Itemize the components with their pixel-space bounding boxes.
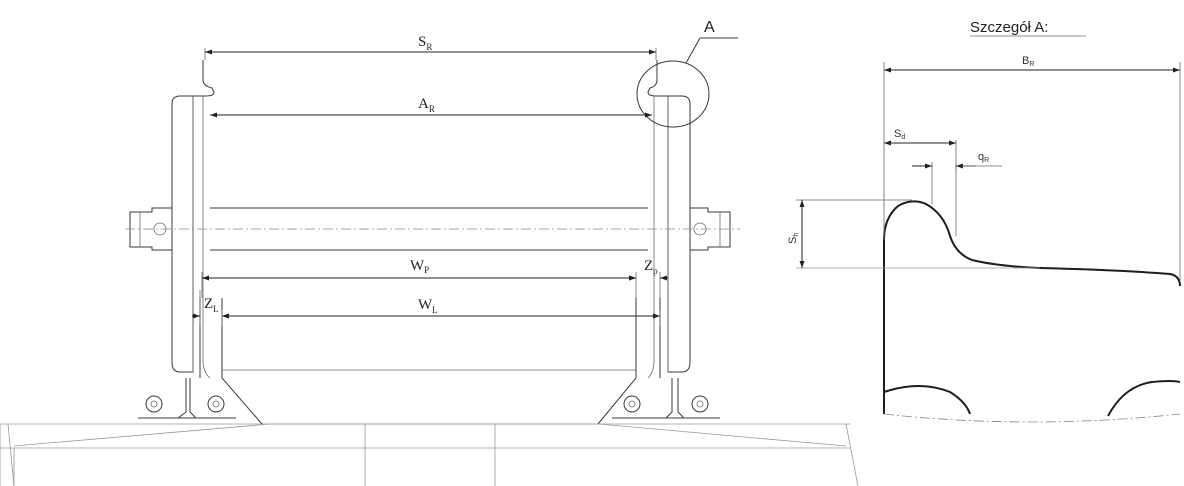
dimension-qr: qR <box>912 151 1002 204</box>
dimension-qr-label: q <box>978 151 984 163</box>
dimension-wl: WL <box>222 297 661 326</box>
main-view: A SR AR WP Zp ZL <box>0 19 859 486</box>
detail-a-callout: A <box>636 19 738 128</box>
dimension-zp: Zp <box>628 258 668 281</box>
left-wheel <box>165 60 215 379</box>
dimension-sh: Sh <box>787 199 1040 269</box>
dimension-wp-label: W <box>410 258 425 274</box>
dimension-ar-label: A <box>418 96 429 112</box>
dimension-qr-subscript: R <box>984 157 989 164</box>
callout-letter: A <box>704 19 715 36</box>
dimension-sr-subscript: R <box>426 42 432 52</box>
svg-text:ZL: ZL <box>204 296 219 314</box>
dimension-zp-subscript: p <box>653 266 658 276</box>
dimension-ar-subscript: R <box>429 104 435 114</box>
dimension-zl: ZL <box>192 290 230 326</box>
dimension-zl-label: Z <box>204 296 213 312</box>
detail-view: Szczegół A: BR Sd qR <box>787 19 1181 423</box>
detail-title: Szczegół A: <box>970 19 1048 36</box>
axle <box>125 207 740 251</box>
dimension-br-label: B <box>1022 55 1029 67</box>
svg-text:qR: qR <box>978 151 989 164</box>
dimension-sd: Sd <box>884 128 957 236</box>
dimension-sh-label: S <box>787 237 799 244</box>
svg-text:BR: BR <box>1022 55 1034 68</box>
dimension-sh-subscript: h <box>793 233 800 237</box>
dimension-wl-label: W <box>418 297 433 313</box>
dimension-wp-subscript: P <box>424 265 429 275</box>
dimension-zp-label: Z <box>644 258 653 274</box>
track-bed <box>0 423 859 486</box>
dimension-br-subscript: R <box>1029 61 1034 68</box>
svg-text:Sh: Sh <box>787 233 800 244</box>
dimension-zl-subscript: L <box>213 304 219 314</box>
dimension-wl-subscript: L <box>432 305 438 315</box>
svg-text:WP: WP <box>410 258 429 275</box>
rails <box>138 298 720 425</box>
dimension-sr: SR <box>204 34 657 60</box>
dimension-br: BR <box>883 55 1181 280</box>
wheel-profile <box>883 200 1181 423</box>
dimension-ar: AR <box>210 96 652 118</box>
dimension-sd-label: S <box>894 128 901 140</box>
svg-text:Zp: Zp <box>644 258 658 276</box>
svg-text:SR: SR <box>418 34 432 52</box>
right-wheel <box>647 60 691 379</box>
svg-text:WL: WL <box>418 297 438 315</box>
dimension-wp: WP <box>201 258 661 298</box>
svg-text:Sd: Sd <box>894 128 905 141</box>
dimension-sd-subscript: d <box>901 134 905 141</box>
dimension-sr-label: S <box>418 34 426 50</box>
svg-text:AR: AR <box>418 96 435 114</box>
